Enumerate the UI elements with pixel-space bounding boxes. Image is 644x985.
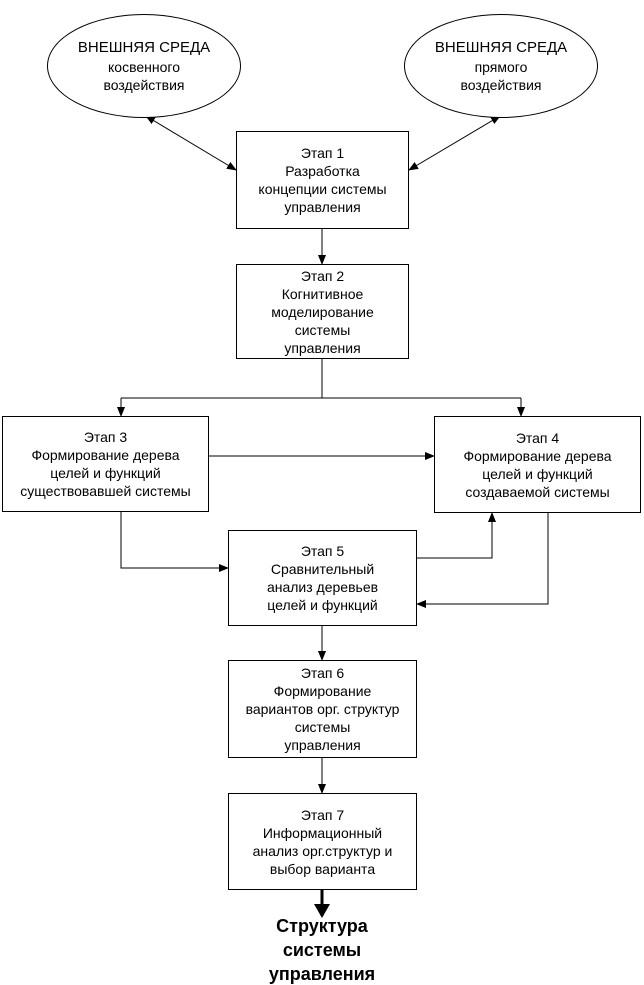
env-indirect-ellipse: ВНЕШНЯЯ СРЕДА косвенного воздействия (47, 14, 241, 118)
stage-1-label: Этап 1 (300, 145, 345, 161)
stage-2-label: Этап 2 (300, 267, 345, 284)
stage-6-box: Этап 6 Формирование вариантов орг. струк… (228, 660, 417, 758)
stage-1-line-2: концепции системы (258, 181, 387, 197)
arrow-env-indirect-stage1 (145, 115, 237, 171)
stage-3-box: Этап 3 Формирование дерева целей и функц… (2, 416, 209, 512)
stage-4-label: Этап 4 (515, 429, 560, 446)
stage-3-label: Этап 3 (83, 429, 128, 445)
env-direct-title: ВНЕШНЯЯ СРЕДА (434, 39, 568, 56)
stage-5-line-2: анализ деревьев (266, 579, 379, 595)
env-direct-line2: воздействия (460, 77, 542, 93)
stage-5-label: Этап 5 (300, 543, 345, 559)
arrow-stage3-stage5 (120, 512, 229, 572)
stage-3-line-2: целей и функций (50, 465, 161, 481)
stage-3-line-1: Формирование дерева (31, 447, 180, 463)
stage-6-line-1: Формирование (273, 683, 372, 699)
stage-6-line-3: системы (294, 719, 351, 735)
stage-4-box: Этап 4 Формирование дерева целей и функц… (434, 416, 641, 513)
stage-2-line-3: системы (294, 321, 351, 338)
env-direct-ellipse: ВНЕШНЯЯ СРЕДА прямого воздействия (404, 14, 598, 118)
stage-2-line-4: управления (284, 339, 361, 356)
stage-4-line-2: целей и функций (482, 465, 593, 482)
stage-7-line-1: Информационный (262, 824, 383, 841)
stage-6-line-2: вариантов орг. структур (245, 701, 400, 717)
stage-6-line-4: управления (284, 737, 361, 753)
stage-5-line-1: Сравнительный (270, 561, 375, 577)
stage-1-line-3: управления (284, 199, 361, 215)
stage-7-box: Этап 7 Информационный анализ орг.структу… (228, 793, 417, 890)
arrow-stage5-stage4 (417, 512, 496, 559)
env-indirect-line2: воздействия (103, 77, 185, 93)
stage-2-line-1: Когнитивное (281, 285, 364, 302)
stage-5-line-3: целей и функций (267, 597, 378, 613)
stage-7-label: Этап 7 (300, 806, 345, 823)
env-indirect-title: ВНЕШНЯЯ СРЕДА (77, 39, 211, 56)
stage-7-line-3: выбор варианта (269, 860, 376, 877)
stage-4-line-1: Формирование дерева (463, 447, 612, 464)
stage-3-line-3: существовавшей системы (20, 483, 191, 499)
stage-4-line-3: создаваемой системы (465, 483, 610, 500)
arrow-env-direct-stage1 (408, 115, 501, 171)
stage-5-box: Этап 5 Сравнительный анализ деревьев цел… (228, 530, 417, 626)
stage-2-line-2: моделирование (271, 303, 374, 320)
result-line-1: Структура (276, 916, 368, 936)
stage-2-box: Этап 2 Когнитивное моделирование системы… (236, 264, 409, 359)
result-line-3: управления (268, 964, 376, 984)
stage-6-label: Этап 6 (300, 665, 345, 681)
stage-1-box: Этап 1 Разработка концепции системы упра… (236, 131, 409, 229)
arrow-stage4-stage5 (416, 513, 549, 608)
stage-7-line-2: анализ орг.структур и (252, 842, 393, 859)
stage-1-line-1: Разработка (285, 163, 360, 179)
env-indirect-line1: косвенного (108, 59, 180, 75)
env-direct-line1: прямого (474, 59, 528, 75)
result-line-2: системы (282, 940, 362, 960)
result-label: Структура системы управления (222, 914, 422, 985)
